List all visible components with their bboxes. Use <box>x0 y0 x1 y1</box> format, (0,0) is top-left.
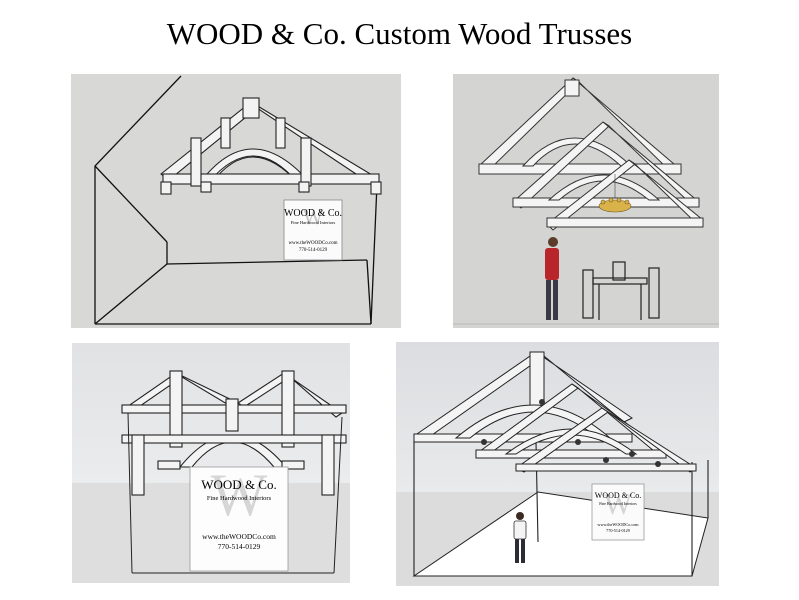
svg-text:W: W <box>303 204 324 229</box>
render-panel-2 <box>453 74 719 328</box>
sign-phone: 770-514-0129 <box>218 542 261 551</box>
sign-tagline: Fine Hardwood Interiors <box>599 502 637 506</box>
person-figure <box>545 237 559 320</box>
chandelier-icon <box>598 174 632 213</box>
trusses-4 <box>413 351 697 473</box>
truss-3 <box>121 370 347 496</box>
sign-tagline: Fine Hardwood Interiors <box>207 495 272 502</box>
truss-connector-bolts <box>481 399 661 467</box>
truss-1 <box>160 97 382 195</box>
svg-text:W: W <box>211 462 268 528</box>
long-room-drawing: W WOOD & Co. Fine Hardwood Interiors www… <box>396 342 719 586</box>
wall-sign-1: W WOOD & Co. Fine Hardwood Interiors www… <box>283 199 343 261</box>
wall-sign-3: W WOOD & Co. Fine Hardwood Interiors www… <box>189 462 289 572</box>
sign-url: www.theWOODCo.com <box>202 532 276 541</box>
trusses-with-figure-drawing <box>453 74 719 328</box>
person-figure <box>513 512 527 563</box>
render-panel-3: W WOOD & Co. Fine Hardwood Interiors www… <box>72 343 350 583</box>
sign-tagline: Fine Hardwood Interiors <box>291 220 336 225</box>
sign-phone: 770-514-0129 <box>299 248 328 253</box>
sign-phone: 770-514-0129 <box>606 528 630 533</box>
sign-brand: WOOD & Co. <box>284 208 342 219</box>
svg-text:W: W <box>604 488 633 521</box>
wall-sign-4: W WOOD & Co. Fine Hardwood Interiors www… <box>591 483 645 541</box>
render-panel-4: W WOOD & Co. Fine Hardwood Interiors www… <box>396 342 719 586</box>
room-1-drawing: W WOOD & Co. Fine Hardwood Interiors www… <box>71 74 401 328</box>
sign-brand: WOOD & Co. <box>595 491 641 500</box>
sign-brand: WOOD & Co. <box>201 477 276 492</box>
dining-table <box>582 261 660 320</box>
render-panel-1: W WOOD & Co. Fine Hardwood Interiors www… <box>71 74 401 328</box>
page-title: WOOD & Co. Custom Wood Trusses <box>166 16 633 51</box>
sign-url: www.theWOODCo.com <box>597 522 639 527</box>
hip-truss-drawing: W WOOD & Co. Fine Hardwood Interiors www… <box>72 343 350 583</box>
sign-url: www.theWOODCo.com <box>288 241 337 246</box>
